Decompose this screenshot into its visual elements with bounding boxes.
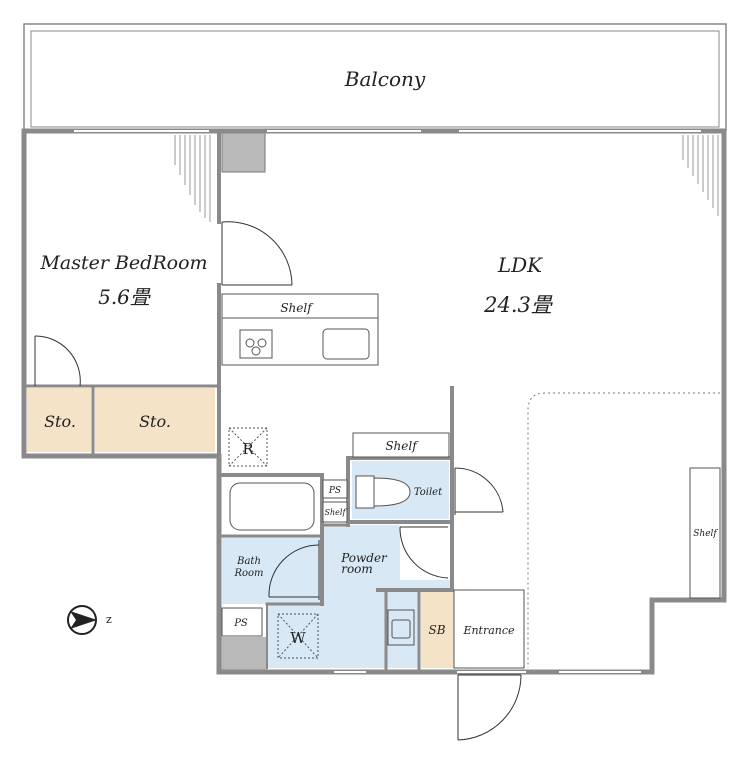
master-bedroom-area: 5.6畳	[98, 285, 151, 309]
ps-box-upper	[322, 479, 348, 499]
powder-label-line2: room	[341, 562, 373, 576]
refrigerator-label: R	[242, 440, 254, 458]
curtain-hatch	[174, 135, 719, 222]
powder-label-line1: Powder	[340, 551, 388, 565]
small-shelf-box	[322, 501, 348, 523]
closet-door	[34, 335, 81, 387]
toilet-door	[454, 467, 504, 515]
ldk-label: LDK	[497, 253, 543, 277]
small-shelf-label: Shelf	[325, 508, 348, 517]
entrance-door	[457, 674, 522, 741]
bath-door	[268, 540, 320, 600]
powder-door	[399, 526, 449, 579]
compass-label: z	[106, 613, 112, 626]
toilet-shelf-box	[352, 432, 450, 458]
washbasin	[387, 609, 415, 646]
balcony-label: Balcony	[344, 67, 426, 91]
ldk-shelf-label: Shelf	[693, 529, 718, 539]
compass-icon	[67, 605, 97, 635]
pillars	[219, 129, 267, 673]
washer-label: W	[290, 629, 306, 647]
bath-label-line1: Bath	[236, 556, 261, 567]
bath-label-line2: Room	[233, 568, 263, 579]
ldk-area: 24.3畳	[483, 293, 553, 317]
storage-2-fill	[95, 388, 215, 452]
storage-2-label: Sto.	[139, 412, 171, 431]
ps-lower-label: PS	[233, 618, 248, 629]
walls	[21, 128, 727, 675]
storage-1-label: Sto.	[44, 412, 76, 431]
shoe-box-fill	[421, 590, 454, 668]
ldk-step-line	[527, 392, 720, 668]
refrigerator	[228, 427, 268, 467]
inner-walls	[217, 386, 454, 670]
bedroom-door	[221, 221, 293, 286]
wet-area-fill	[222, 525, 454, 668]
entrance-label: Entrance	[462, 624, 515, 637]
entrance-area	[453, 589, 525, 669]
ps-upper-label: PS	[328, 486, 341, 496]
ps-box-lower	[221, 607, 263, 637]
storage-1-fill	[27, 388, 91, 452]
toilet-fixture	[355, 475, 411, 509]
master-bedroom-label: Master BedRoom	[39, 252, 207, 274]
kitchen-shelf-label: Shelf	[280, 301, 314, 315]
toilet-label: Toilet	[414, 487, 443, 498]
shoe-box-label: SB	[428, 623, 445, 637]
kitchen-counter	[221, 293, 379, 366]
bathtub	[229, 482, 315, 531]
toilet-shelf-label: Shelf	[385, 439, 419, 453]
ldk-shelf-box	[689, 467, 721, 599]
washing-machine	[277, 613, 319, 659]
